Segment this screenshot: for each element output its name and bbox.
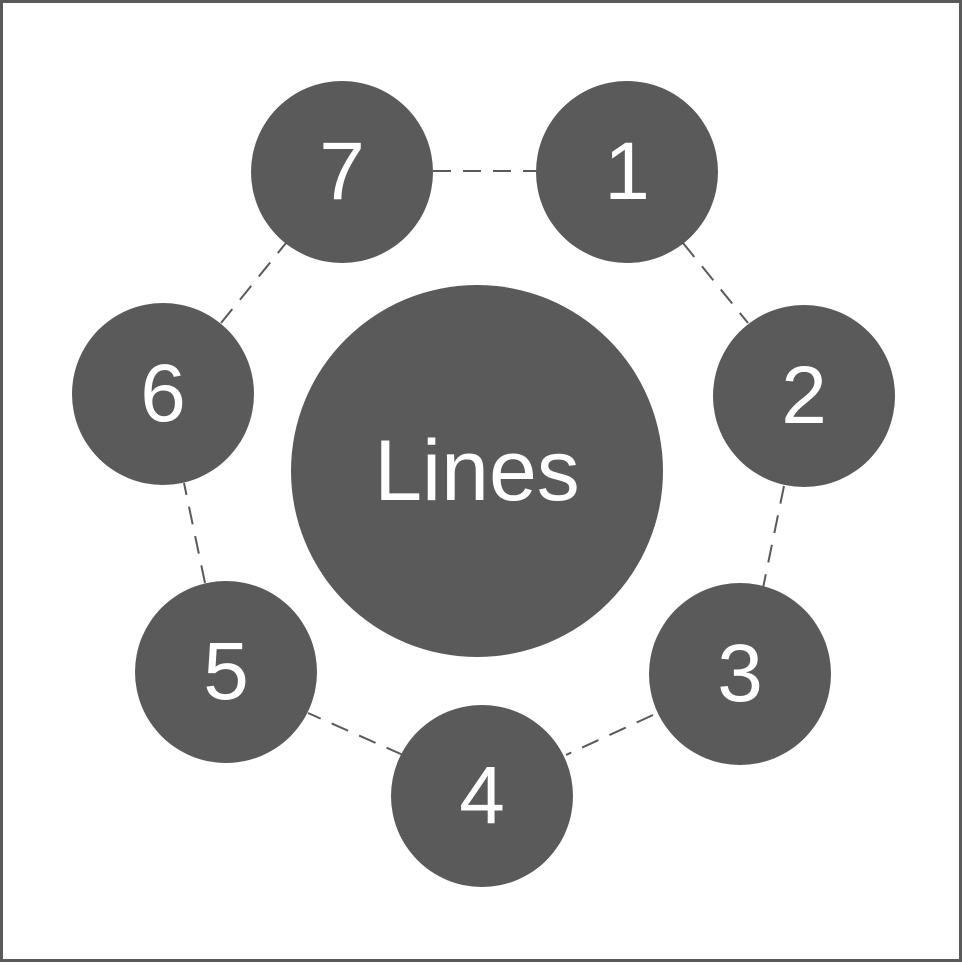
- connector-3-4: [565, 714, 654, 756]
- node-4: 4: [391, 705, 573, 887]
- node-label: 2: [781, 350, 827, 441]
- connector-2-3: [762, 485, 785, 589]
- node-label: 5: [203, 626, 249, 717]
- node-label: 6: [140, 348, 186, 439]
- node-3: 3: [649, 583, 831, 765]
- node-1: 1: [536, 81, 718, 263]
- node-2: 2: [713, 305, 895, 487]
- node-label: 4: [459, 750, 505, 841]
- node-7: 7: [251, 81, 433, 263]
- connector-1-2: [682, 242, 749, 324]
- connector-6-7: [220, 242, 287, 324]
- center-node: Lines: [291, 285, 663, 657]
- node-label: 1: [604, 126, 650, 217]
- connector-4-5: [307, 712, 404, 756]
- node-label: 7: [319, 126, 365, 217]
- node-label: 3: [717, 628, 763, 719]
- node-6: 6: [72, 303, 254, 485]
- center-node-label: Lines: [374, 422, 580, 519]
- connector-5-6: [183, 482, 206, 584]
- node-5: 5: [135, 581, 317, 763]
